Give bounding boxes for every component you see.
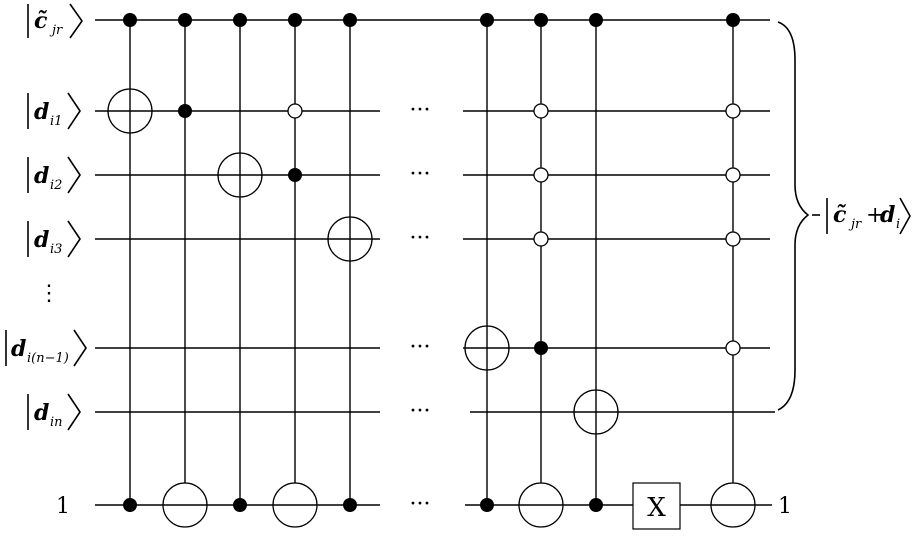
control-dot — [233, 13, 247, 27]
svg-text:d: d — [34, 227, 49, 253]
gate-col6 — [464, 13, 510, 512]
gate-col5 — [327, 13, 373, 512]
wires — [95, 19, 775, 506]
label-d2: d i2 — [27, 156, 81, 194]
ellipsis: ··· — [410, 226, 431, 251]
svg-text:d: d — [34, 163, 49, 189]
label-d1: d i1 — [27, 92, 81, 130]
svg-text:in: in — [50, 415, 63, 430]
gate-col7 — [518, 13, 564, 528]
control-dot — [288, 13, 302, 27]
label-ancilla-out: 1 — [778, 494, 792, 519]
ellipsis: ··· — [410, 162, 431, 187]
control-dot — [343, 13, 357, 27]
open-control — [533, 103, 549, 119]
gate-col3 — [217, 13, 263, 512]
open-control — [533, 231, 549, 247]
open-control — [287, 103, 303, 119]
svg-text:d: d — [11, 336, 26, 362]
control-dot — [589, 498, 603, 512]
control-dot — [123, 13, 137, 27]
control-dot — [726, 13, 740, 27]
ellipsis: ··· — [410, 492, 431, 517]
control-dot — [233, 498, 247, 512]
svg-text:i3: i3 — [50, 242, 62, 257]
ellipses: ··· ··· ··· ··· ··· ··· — [410, 98, 431, 517]
gate-col4 — [272, 13, 318, 528]
open-control — [533, 167, 549, 183]
control-dot — [178, 13, 192, 27]
input-labels: c̃ jr d i1 d i2 d i3 ⋮ d — [5, 3, 87, 519]
control-dot — [288, 168, 302, 182]
control-dot — [123, 498, 137, 512]
label-ancilla-in: 1 — [56, 494, 70, 519]
gate-col8 — [573, 13, 619, 512]
ellipsis: ··· — [410, 399, 431, 424]
ellipsis: ··· — [410, 335, 431, 360]
ellipsis: ··· — [410, 98, 431, 123]
vdots: ⋮ — [38, 281, 60, 306]
control-dot — [534, 13, 548, 27]
svg-text:c̃: c̃ — [833, 202, 847, 228]
svg-text:d: d — [880, 202, 895, 228]
svg-text:d: d — [34, 99, 49, 125]
svg-text:i(n−1): i(n−1) — [27, 351, 69, 366]
control-dot — [480, 13, 494, 27]
control-dot — [343, 498, 357, 512]
gate-col2 — [162, 13, 208, 528]
label-c: c̃ jr — [27, 3, 83, 39]
open-control — [725, 167, 741, 183]
control-dot — [589, 13, 603, 27]
control-dot — [480, 498, 494, 512]
svg-text:i: i — [896, 217, 900, 232]
output-brace — [777, 21, 810, 411]
output-label: c̃ jr + d i — [812, 197, 911, 235]
svg-text:i1: i1 — [50, 114, 62, 129]
open-control — [725, 103, 741, 119]
svg-text:+: + — [866, 203, 884, 228]
svg-text:jr: jr — [49, 23, 63, 38]
control-lines — [129, 20, 734, 527]
control-dot — [534, 341, 548, 355]
gate-col9 — [710, 13, 756, 528]
x-gate: X — [632, 482, 681, 530]
open-control — [725, 231, 741, 247]
svg-text:c̃: c̃ — [34, 8, 48, 34]
label-dn1: d i(n−1) — [5, 329, 87, 367]
label-d3: d i3 — [27, 220, 81, 258]
svg-text:jr: jr — [848, 217, 862, 232]
svg-text:d: d — [34, 400, 49, 426]
svg-text:i2: i2 — [50, 178, 62, 193]
open-control — [725, 340, 741, 356]
gate-col1 — [107, 13, 153, 512]
control-dot — [178, 104, 192, 118]
label-dn: d in — [27, 393, 81, 431]
x-gate-label: X — [647, 493, 666, 523]
